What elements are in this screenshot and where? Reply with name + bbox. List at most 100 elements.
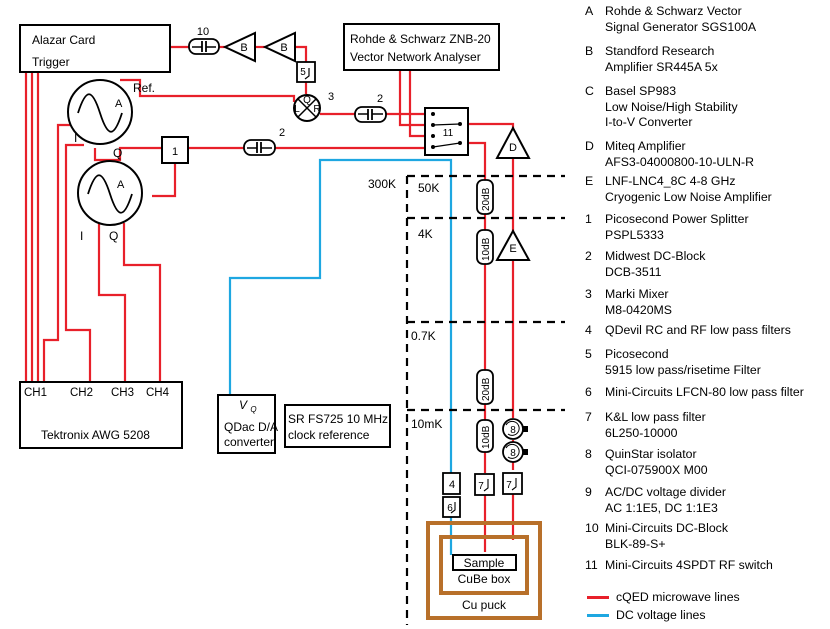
dc-block-10: 10 (188, 26, 220, 55)
vna-line1: Rohde & Schwarz ZNB-20 (350, 32, 491, 46)
amplifier-d: D (495, 125, 531, 159)
signal-source-a-top: A (67, 79, 133, 145)
filter-6-label: 6 (447, 503, 453, 514)
dc-block-2-bottom-label: 2 (279, 127, 285, 139)
wiring-diagram: 300K 50K 4K 0.7K 10mK Alazar Card Trigge… (19, 23, 565, 625)
filter-7-label-2: 7 (506, 480, 512, 491)
legend-key: 10 (585, 521, 599, 535)
legend-line: Miteq Amplifier (605, 139, 686, 153)
legend-key: A (585, 4, 594, 18)
awg-ch3: CH3 (111, 387, 134, 399)
legend-line: Picosecond Power Splitter (605, 212, 749, 226)
vna-box: Rohde & Schwarz ZNB-20 Vector Network An… (343, 23, 500, 71)
legend-key: 5 (585, 347, 592, 361)
legend-line: Standford Research (605, 44, 715, 58)
vna-line2: Vector Network Analyser (350, 50, 481, 64)
sr-line2: clock reference (288, 428, 370, 442)
filter-kl-2: 7 (502, 472, 523, 495)
att-10-bottom-label: 10dB (481, 425, 492, 449)
cu-puck: Cu puck (426, 521, 542, 620)
qdac-symbol-sub: Q (250, 405, 256, 414)
dc-block-2-top: 2 (354, 93, 387, 123)
attenuator-20db-top: 20dB (476, 179, 494, 215)
filter-7-label-1: 7 (478, 481, 484, 492)
filter-5915: 5 (296, 61, 316, 83)
legend-key: 9 (585, 485, 592, 499)
cube-box-label: CuBe box (458, 572, 511, 586)
awg-ch2: CH2 (70, 387, 93, 399)
microwave-line-label: cQED microwave lines (616, 590, 740, 604)
mixer-port-l: L (294, 104, 300, 115)
isolator-top: 8 (502, 418, 528, 440)
power-splitter-label: 1 (172, 146, 178, 158)
legend-line: Signal Generator SGS100A (605, 19, 757, 34)
awg-ch1: CH1 (24, 387, 47, 399)
filter-lfcn: 6 (442, 496, 461, 518)
signal-source-a-bottom: A (77, 160, 143, 226)
amplifier-e: E (495, 228, 531, 261)
legend-line: 5915 low pass/risetime Filter (605, 362, 761, 377)
legend-line: PSPL5333 (605, 227, 664, 242)
legend-key: 4 (585, 323, 592, 337)
legend-key: B (585, 44, 594, 58)
stage-300k: 300K (368, 177, 396, 191)
legend-line: Mini-Circuits 4SPDT RF switch (605, 558, 773, 572)
legend-key: 11 (585, 558, 598, 572)
amplifier-b-1: B (222, 31, 256, 63)
dc-line-swatch (587, 614, 609, 617)
attenuator-10db-top: 10dB (476, 229, 494, 265)
stage-lines (405, 174, 565, 625)
rf-switch: 11 (424, 107, 469, 156)
legend-line: BLK-89-S+ (605, 536, 666, 551)
cube-box: CuBe box (439, 535, 529, 595)
att-20-bottom-label: 20dB (481, 377, 492, 401)
amp-d-label: D (509, 142, 517, 154)
legend-line: Rohde & Schwarz Vector (605, 4, 742, 18)
sr-line1: SR FS725 10 MHz (288, 412, 388, 426)
legend-line: K&L low pass filter (605, 410, 706, 424)
legend-line: AC 1:1E5, DC 1:1E3 (605, 500, 718, 515)
source-a-label-top: A (115, 98, 123, 110)
mixer: L Q R 3 (293, 91, 334, 122)
amp-b-2-label: B (280, 42, 287, 54)
legend-text: QDevil RC and RF low pass filters (605, 323, 791, 339)
dc-block-10-label: 10 (197, 26, 209, 38)
qdac-symbol: V (239, 398, 248, 412)
power-splitter: 1 (161, 136, 189, 164)
dc-block-2-bottom: 2 (243, 127, 285, 156)
legend-key: C (585, 84, 594, 98)
mixer-port-r: R (313, 104, 320, 115)
filter-kl-1: 7 (474, 473, 495, 496)
sample-label: Sample (464, 556, 505, 570)
alazar-card: Alazar Card Trigger (19, 24, 171, 73)
legend-line: QCI-075900X M00 (605, 462, 708, 477)
attenuator-10db-bottom: 10dB (476, 419, 494, 453)
legend-line: Amplifier SR445A 5x (605, 59, 718, 74)
att-10-top-label: 10dB (481, 237, 492, 261)
dc-lines (228, 158, 453, 555)
qdac-line1: QDac D/A (224, 420, 278, 434)
legend-text: Mini-Circuits LFCN-80 low pass filter (605, 385, 804, 401)
legend-line: QDevil RC and RF low pass filters (605, 323, 791, 337)
q-label-top: Q (113, 146, 122, 160)
stage-4k: 4K (418, 227, 433, 241)
dc-line-label: DC voltage lines (616, 608, 706, 622)
legend-line: LNF-LNC4_8C 4-8 GHz (605, 174, 736, 188)
q-label-bottom: Q (109, 229, 118, 243)
legend-line: Mini-Circuits LFCN-80 low pass filter (605, 385, 804, 399)
isolator-bottom: 8 (502, 441, 528, 463)
legend-line: QuinStar isolator (605, 447, 697, 461)
legend-line: Marki Mixer (605, 287, 669, 301)
legend-key: 8 (585, 447, 592, 461)
awg-box: CH1 CH2 CH3 CH4 Tektronix AWG 5208 (19, 381, 183, 449)
legend-line: I-to-V Converter (605, 115, 693, 129)
